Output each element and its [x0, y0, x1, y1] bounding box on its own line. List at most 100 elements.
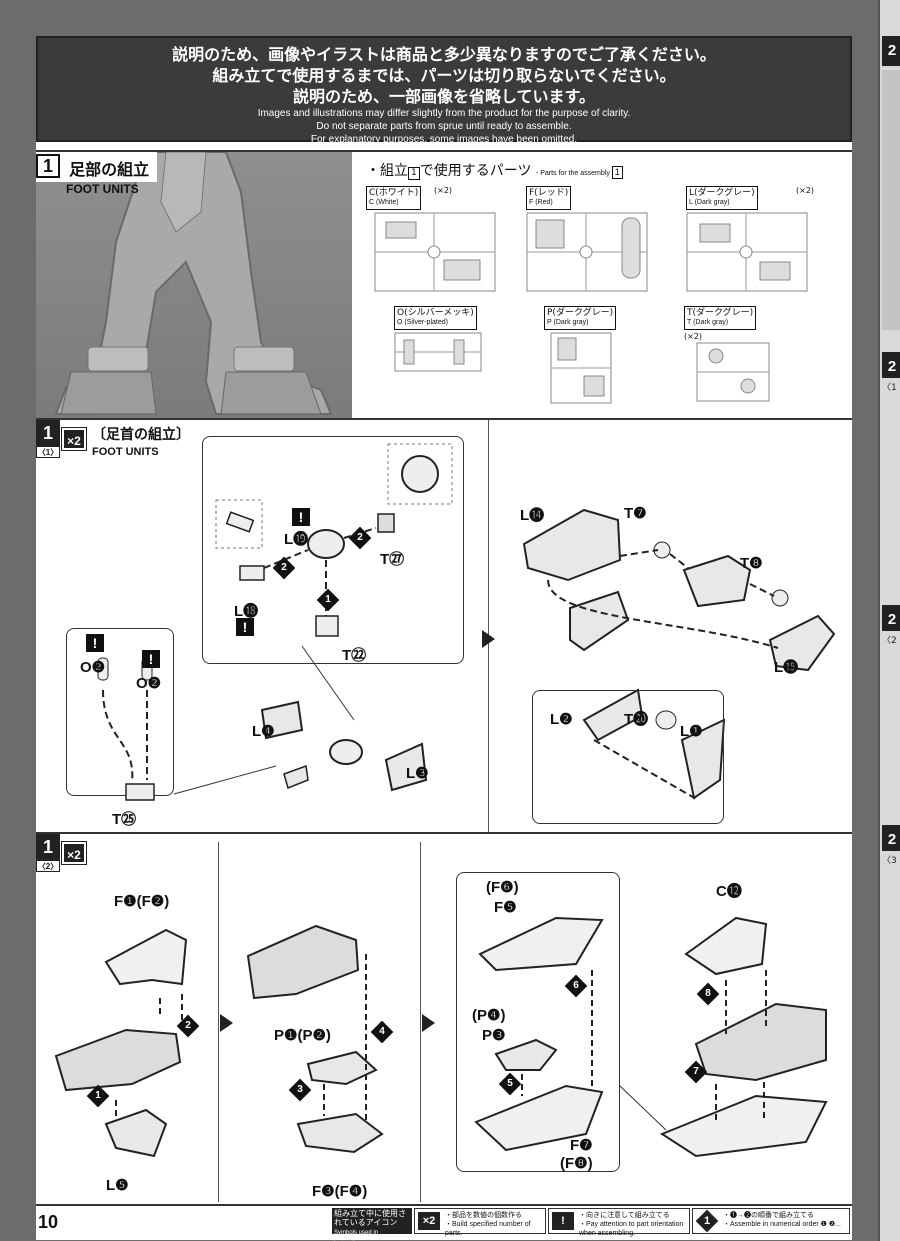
step-diamond-2a: 2: [348, 526, 372, 550]
callout-o2b: O❷: [136, 675, 162, 692]
x2-icon: ×2: [61, 427, 87, 451]
callout-t27: T㉗: [380, 551, 405, 568]
sprue-f-label: F(レッド)F (Red): [526, 186, 572, 210]
callout-p1p2: P❶(P❷): [274, 1027, 331, 1044]
step-diamond-5a: 5: [498, 1072, 522, 1096]
next-step-tab-2: 2: [882, 352, 900, 378]
notice-banner: 説明のため、画像やイラストは商品と多少異なりますのでご了承ください。 組み立てで…: [36, 36, 852, 145]
callout-l15: L⓯: [774, 659, 799, 676]
sprue-p-drawing: [550, 332, 612, 404]
legend-x2: ×2 ・部品を数値の個数作る・Build specified number of…: [414, 1208, 546, 1237]
step-diamond-4: 4: [370, 1020, 394, 1044]
feet-photo: [36, 152, 352, 418]
next-arrow-1: [482, 630, 495, 648]
callout-t25: T㉕: [112, 811, 137, 828]
panel-divider-b: [420, 842, 421, 1202]
step-diamond-1b: 1: [86, 1084, 110, 1108]
sprue-t: T(ダークグレー)T (Dark gray) (×2): [684, 306, 834, 411]
sprue-c-label: C(ホワイト)C (White): [366, 186, 422, 210]
callout-t8: T❽: [740, 555, 763, 572]
next-page-photo: [882, 70, 900, 330]
sprue-l-qty: (×2): [796, 186, 815, 195]
step-1-number: 1: [36, 154, 60, 178]
toe-assembly-drawing: [522, 508, 836, 801]
ankle-joint-callout: [202, 436, 464, 664]
callout-l18: L⓲: [234, 603, 259, 620]
step-diamond-2b: 2: [272, 556, 296, 580]
x2-icon-2: ×2: [61, 841, 87, 865]
sole-detail-callout: [456, 872, 620, 1172]
sprue-p: P(ダークグレー)P (Dark gray): [544, 306, 684, 411]
step-1-title-en: FOOT UNITS: [66, 182, 139, 196]
callout-f6: (F❻): [486, 879, 519, 896]
callout-l2: L❷: [550, 711, 573, 728]
diamond-legend-icon: 1: [695, 1209, 719, 1233]
sprue-c-drawing: [374, 212, 496, 292]
sprue-t-drawing: [696, 342, 770, 402]
sprue-t-qty: (×2): [684, 332, 703, 341]
warn-icon-o2a: !: [86, 634, 104, 652]
callout-f5: F❺: [494, 899, 517, 916]
sprue-o: O(シルバーメッキ)O (Silver-plated): [394, 306, 534, 411]
sprue-c-qty: (×2): [434, 186, 453, 195]
step-1-1-tag: 1〈1〉: [36, 420, 60, 458]
step-diamond-2c: 2: [176, 1014, 200, 1038]
legend-orientation: ! ・向きに注意して組み立てる・Pay attention to part or…: [548, 1208, 690, 1237]
step-1-2-subnum: 〈2〉: [36, 860, 60, 872]
foot-armor-drawing: [54, 916, 828, 1158]
next-step-sub-2: 〈2: [882, 636, 897, 646]
callout-l1: L❶: [680, 723, 703, 740]
notice-jp-1: 説明のため、画像やイラストは商品と多少異なりますのでご了承ください。: [172, 45, 716, 64]
callout-p4: (P❹): [472, 1007, 506, 1024]
x2-legend-icon: ×2: [418, 1212, 440, 1230]
step-diamond-8: 8: [696, 982, 720, 1006]
sprue-f: F(レッド)F (Red): [526, 186, 666, 296]
ankle-assembly-drawing: [97, 443, 453, 801]
sprue-c: C(ホワイト)C (White) (×2): [366, 186, 506, 296]
sprue-f-drawing: [526, 212, 648, 292]
notice-en-2: Do not separate parts from sprue until r…: [316, 121, 572, 132]
step-1-2-section: 1〈2〉 ×2: [36, 834, 852, 1206]
toe-detail-callout: [532, 690, 724, 824]
callout-f8: (F❽): [560, 1155, 593, 1172]
panel-divider-a: [218, 842, 219, 1202]
callout-l3: L❸: [406, 765, 429, 782]
sprue-p-label: P(ダークグレー)P (Dark gray): [544, 306, 617, 330]
notice-en-3: For explanatory purposes, some images ha…: [310, 134, 578, 145]
page-number: 10: [38, 1212, 59, 1232]
notice-en-1: Images and illustrations may differ slig…: [257, 108, 631, 119]
step-diamond-1: 1: [316, 588, 340, 612]
step-1-2-tag: 1〈2〉: [36, 834, 60, 872]
step-diamond-3: 3: [288, 1078, 312, 1102]
feet-photo-illustration: [54, 152, 333, 415]
callout-l14: L⓮: [520, 507, 545, 524]
ankle-title-jp: 〔足首の組立〕: [92, 427, 190, 443]
step-1-1-subnum: 〈1〉: [36, 446, 60, 458]
parts-title-num: 1: [408, 167, 420, 180]
next-arrow-3: [422, 1014, 435, 1032]
step-1-heading: 1 足部の組立: [36, 152, 158, 182]
parts-title-jp2: で使用するパーツ: [419, 163, 532, 179]
callout-f3f4: F❸(F❹): [312, 1183, 368, 1200]
sprue-o-drawing: [394, 332, 482, 372]
sprue-l: L(ダークグレー)L (Dark gray) (×2): [686, 186, 836, 296]
notice-jp-2: 組み立てで使用するまでは、パーツは切り取らないでください。: [212, 66, 676, 85]
next-step-sub-1: 〈1: [882, 383, 897, 393]
callout-c12: C⓬: [716, 883, 742, 900]
callout-l19: L⓳: [284, 531, 309, 548]
parts-title-en: - Parts for the assembly: [535, 170, 610, 177]
callout-l4: L❹: [252, 723, 275, 740]
sprue-l-drawing: [686, 212, 808, 292]
legend-order: 1 ・❶→❷の順番で組み立てる・Assemble in numerical or…: [692, 1208, 850, 1234]
next-step-tab-4: 2: [882, 825, 900, 851]
callout-f1f2: F❶(F❷): [114, 893, 170, 910]
step-1-title-jp: 足部の組立: [69, 159, 150, 179]
sprue-l-label: L(ダークグレー)L (Dark gray): [686, 186, 758, 210]
notice-jp-3: 説明のため、一部画像を省略しています。: [293, 87, 595, 106]
ankle-title-en: FOOT UNITS: [92, 446, 159, 458]
warn-icon-l19: !: [292, 508, 310, 526]
